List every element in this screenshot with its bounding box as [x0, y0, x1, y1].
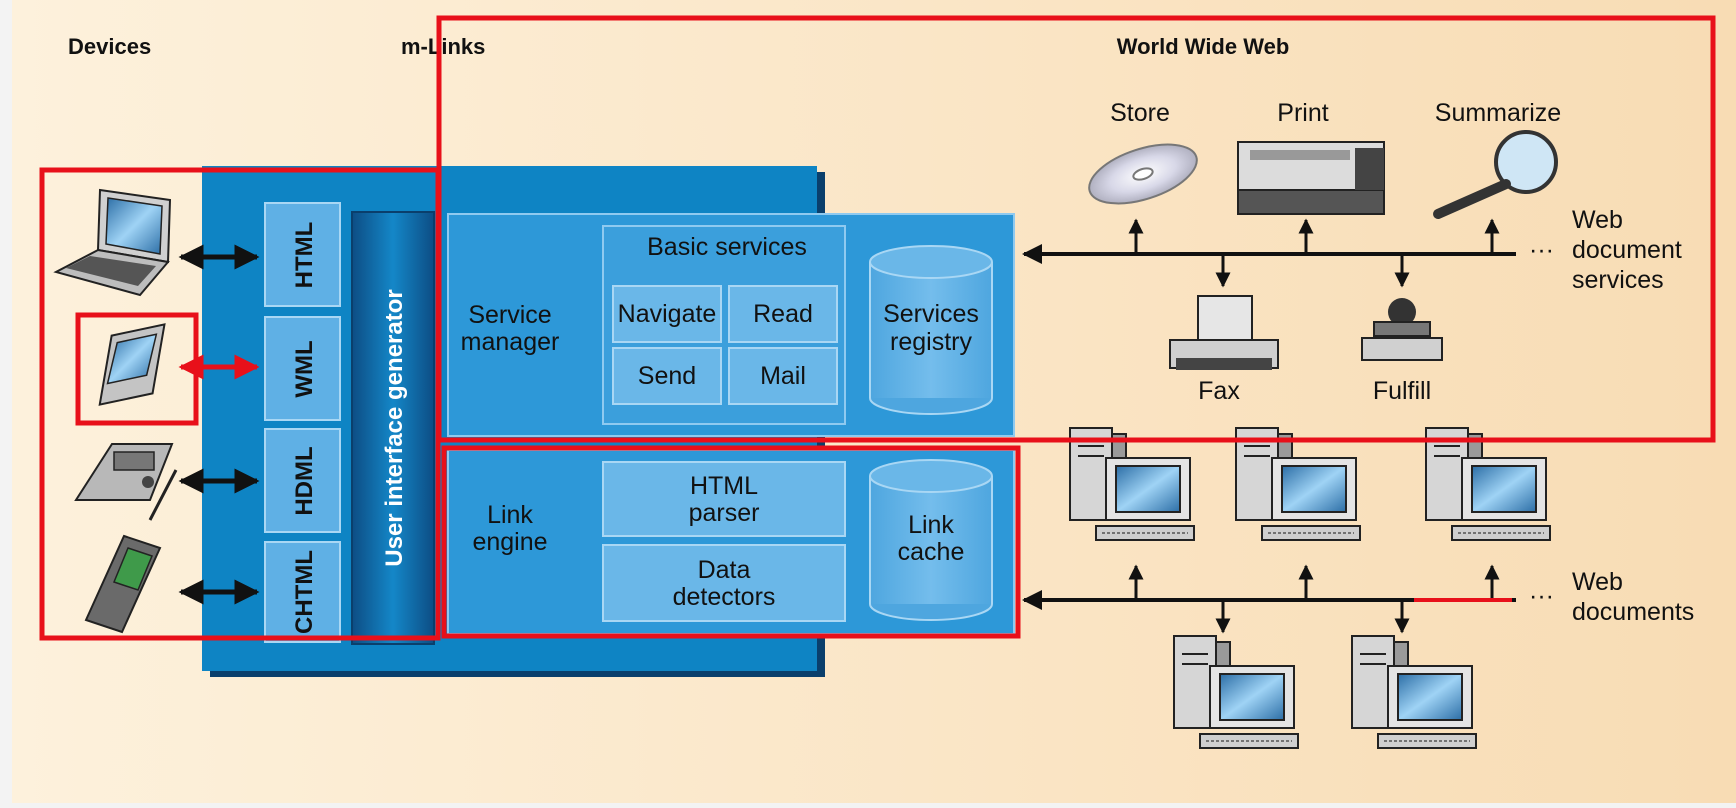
magnifier-icon [1433, 130, 1558, 219]
service-navigate-label: Navigate [618, 300, 717, 328]
pda-icon [98, 323, 166, 406]
highlight-link-engine [441, 445, 1021, 639]
html-parser-label-2: parser [689, 499, 760, 527]
mobile-phone-icon [84, 469, 178, 634]
protocol-wml: WML [264, 316, 341, 421]
laptop-icon [53, 188, 172, 297]
binder-clip-icon [1361, 298, 1443, 361]
fulfill-label: Fulfill [1373, 377, 1431, 405]
web-document-services-ellipsis: ··· [1529, 236, 1554, 264]
summarize-label: Summarize [1435, 99, 1561, 127]
web-documents-ellipsis: ··· [1529, 582, 1554, 610]
link-cache-cylinder: Link cache [869, 459, 993, 621]
services-registry-label-2: registry [890, 328, 972, 356]
services-registry-cylinder: Services registry [869, 245, 993, 415]
data-detectors-box [602, 544, 846, 622]
protocol-html: HTML [264, 202, 341, 307]
web-document-services-label-1: Web [1572, 206, 1623, 234]
basic-services-title: Basic services [647, 233, 807, 261]
service-send-label: Send [638, 362, 696, 390]
web-documents-label-2: documents [1572, 598, 1694, 626]
fax-label: Fax [1198, 377, 1240, 405]
html-parser-label-1: HTML [690, 472, 758, 500]
web-documents-label-1: Web [1572, 568, 1623, 596]
print-label: Print [1277, 99, 1328, 127]
services-registry-label-1: Services [883, 300, 979, 328]
handheld-device-icon [74, 443, 174, 501]
fax-icon [1169, 295, 1279, 370]
web-document-services-label-2: document [1572, 236, 1682, 264]
protocol-html-label: HTML [291, 222, 318, 289]
protocol-chtml: CHTML [264, 541, 341, 643]
service-navigate [612, 285, 722, 343]
web-document-services-label-3: services [1572, 266, 1664, 294]
cd-disc-icon [1088, 143, 1198, 205]
printer-icon [1237, 141, 1385, 215]
protocol-chtml-label: CHTML [291, 550, 318, 634]
service-read [728, 285, 838, 343]
html-parser-box [602, 461, 846, 537]
service-mail [728, 347, 838, 405]
protocol-hdml: HDML [264, 428, 341, 533]
protocol-wml-label: WML [291, 340, 318, 397]
web-document-services-bus [1022, 218, 1516, 288]
service-manager-label-2: manager [461, 328, 560, 356]
ui-generator: User interface generator [351, 211, 435, 645]
link-engine-label-1: Link [487, 501, 533, 529]
web-documents-bus [1022, 564, 1516, 634]
service-mail-label: Mail [760, 362, 806, 390]
devices-header: Devices [68, 34, 151, 59]
www-header: World Wide Web [1117, 34, 1290, 59]
data-detectors-label-1: Data [698, 556, 751, 584]
data-detectors-label-2: detectors [673, 583, 776, 611]
link-cache-label-2: cache [898, 538, 965, 566]
service-manager-label-1: Service [468, 301, 551, 329]
highlight-device-region [39, 167, 441, 641]
basic-services-box: Basic services Navigate Read Send Mail [602, 225, 846, 425]
mlinks-header: m-Links [401, 34, 485, 59]
ui-generator-label: User interface generator [381, 289, 408, 566]
store-label: Store [1110, 99, 1170, 127]
highlight-pda [75, 312, 199, 426]
link-engine-label-2: engine [472, 528, 547, 556]
service-send [612, 347, 722, 405]
link-cache-label-1: Link [908, 511, 954, 539]
service-read-label: Read [753, 300, 813, 328]
protocol-hdml-label: HDML [291, 446, 318, 515]
